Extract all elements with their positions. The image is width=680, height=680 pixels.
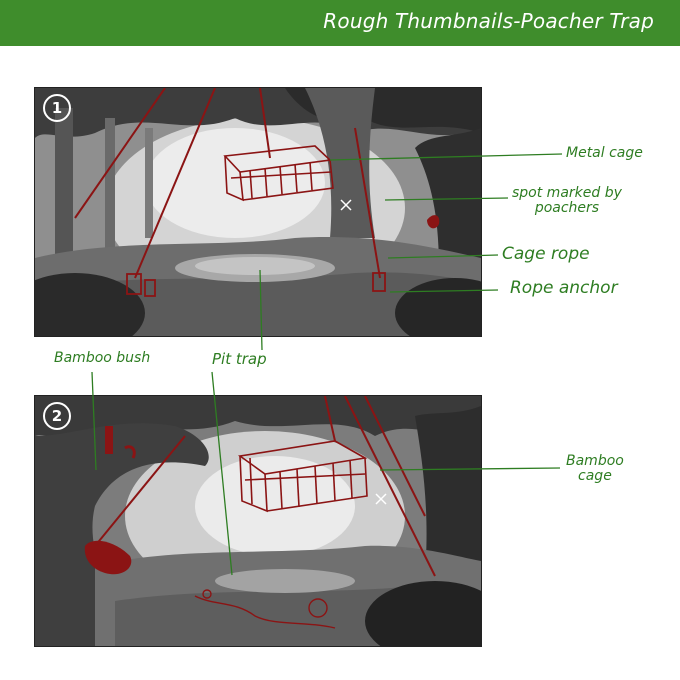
label-spot-marked: spot marked by poachers [512, 186, 622, 216]
label-spot-marked-line1: spot marked by [512, 185, 622, 201]
header-bar: Rough Thumbnails-Poacher Trap [0, 0, 680, 46]
panel-number-2: 2 [43, 402, 71, 430]
page-title: Rough Thumbnails-Poacher Trap [323, 9, 654, 33]
panel-2-illustration [35, 396, 481, 646]
panel-1-illustration [35, 88, 481, 336]
panel-number-1: 1 [43, 94, 71, 122]
label-bamboo-cage-line2: cage [578, 468, 612, 484]
bamboo-cage-sketch [237, 440, 368, 513]
label-rope-anchor: Rope anchor [510, 278, 618, 298]
label-bamboo-bush: Bamboo bush [54, 350, 151, 366]
thumbnail-panel-2: 2 [34, 395, 482, 647]
label-cage-rope: Cage rope [502, 244, 590, 264]
label-spot-marked-line2: poachers [534, 200, 600, 216]
label-metal-cage: Metal cage [566, 145, 643, 161]
label-bamboo-cage: Bamboo cage [566, 454, 624, 484]
label-pit-trap: Pit trap [212, 350, 267, 368]
label-bamboo-cage-line1: Bamboo [566, 453, 624, 469]
metal-cage-sketch [223, 145, 334, 202]
thumbnail-panel-1: 1 [34, 87, 482, 337]
